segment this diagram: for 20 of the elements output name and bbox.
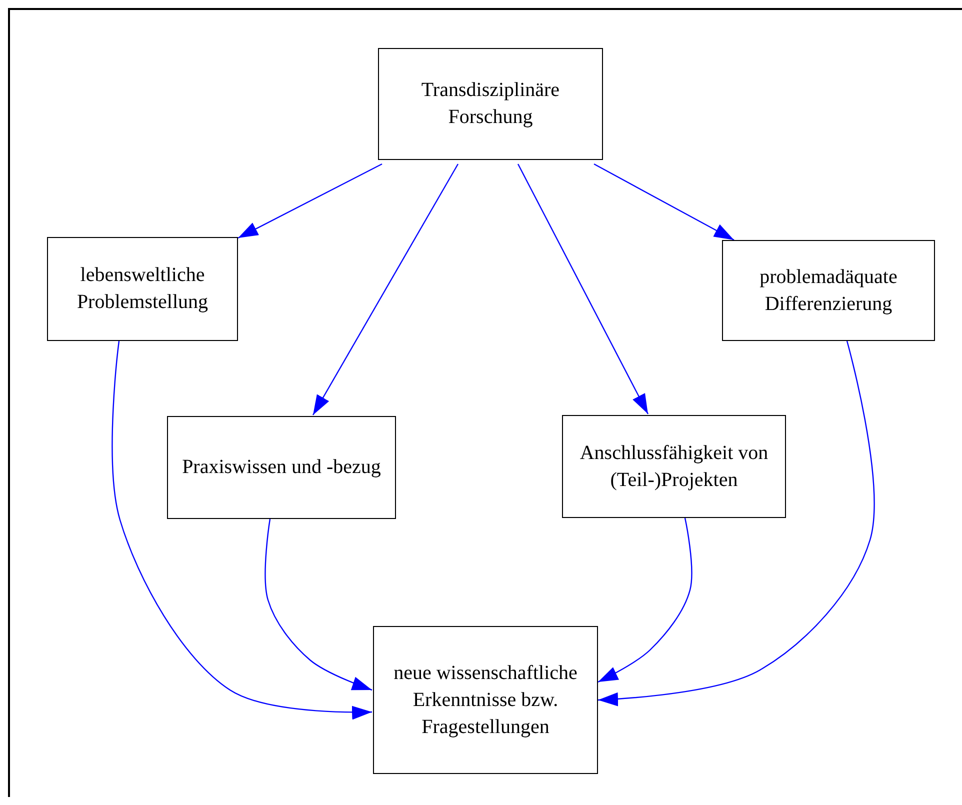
arrow: [517, 164, 649, 414]
arrow: [238, 163, 382, 239]
process-box: [722, 240, 935, 341]
arrow: [594, 163, 734, 241]
process-box: [167, 416, 396, 519]
node-label: Praxiswissen und -bezug: [181, 455, 382, 480]
node-label: problemadäquate Differenzierung: [758, 264, 898, 316]
process-box: [562, 415, 786, 518]
arrow: [112, 340, 372, 720]
node-label: Transdisziplinäre Forschung: [420, 78, 561, 130]
arrow: [312, 164, 459, 416]
arrow: [264, 518, 372, 691]
node-label: lebensweltliche Problemstellung: [76, 263, 210, 315]
process-box: [47, 237, 238, 341]
process-box: [373, 626, 598, 774]
arrow: [598, 518, 692, 683]
process-box: [378, 48, 603, 160]
node-label: neue wissenschaftliche Erkenntnisse bzw. Fragestellungen: [392, 660, 578, 740]
node-label: Anschlussfähigkeit von (Teil-)Projekten: [578, 440, 770, 492]
arrow: [598, 340, 875, 706]
